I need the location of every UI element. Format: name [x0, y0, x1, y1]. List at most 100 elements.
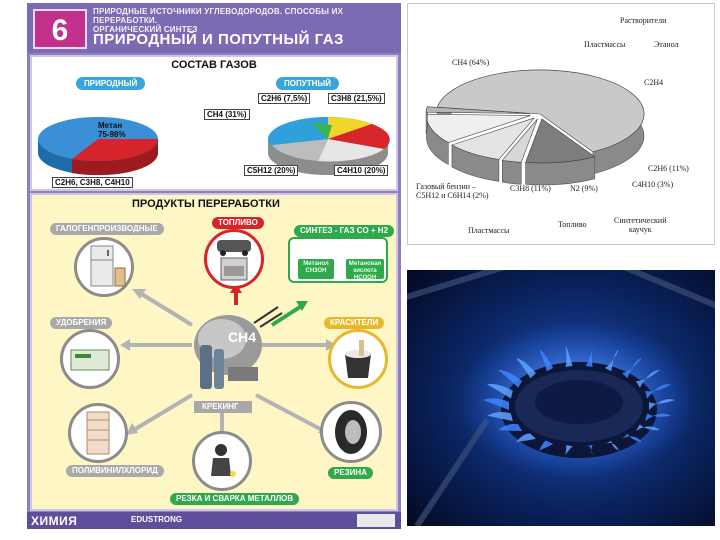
methanol-box: Метанол CH3OH: [298, 259, 334, 279]
natural-methane-name: Метан: [98, 121, 123, 130]
diagram-rubber-label: Синтетический каучук: [614, 216, 667, 234]
pie-3d-chart: [425, 69, 645, 186]
welding-image: [192, 431, 252, 491]
poster-subtitle-line2: ОРГАНИЧЕСКИЙ СИНТЕЗ: [93, 25, 198, 34]
flame-tongue: [486, 383, 513, 399]
halogen-tag: ГАЛОГЕНПРОИЗВОДНЫЕ: [50, 223, 164, 235]
diagram-gasoline-line1: Газовый бензин –: [416, 182, 477, 191]
flame-tongue: [635, 424, 660, 431]
poster-title: ПРИРОДНЫЙ И ПОПУТНЫЙ ГАЗ: [93, 31, 344, 48]
flame-tongue: [498, 369, 523, 388]
assoc-ch4-label: CH4 (31%): [204, 109, 250, 120]
diagram-plastics-bottom-label: Пластмассы: [468, 226, 510, 235]
diagram-c4h10-label: C4H10 (3%): [632, 180, 674, 189]
diagram-rubber-line1: Синтетический: [614, 216, 667, 225]
footer-publisher: EDUSTRONG: [131, 515, 183, 524]
poster-header: 6 ПРИРОДНЫЕ ИСТОЧНИКИ УГЛЕВОДОРОДОВ. СПО…: [27, 3, 401, 53]
flame-tongue: [635, 369, 660, 388]
flame-tongue: [565, 344, 573, 367]
pvc-tag: ПОЛИВИНИЛХЛОРИД: [66, 465, 164, 477]
flame-tongue: [539, 349, 554, 372]
assoc-slice-c4h10: [318, 139, 384, 162]
composition-title: СОСТАВ ГАЗОВ: [171, 59, 257, 71]
flame-tongue: [604, 440, 619, 451]
diagram-rubber-line2: каучук: [628, 225, 652, 234]
natural-gas-label: ПРИРОДНЫЙ: [76, 77, 146, 90]
pvc-image: [68, 403, 128, 463]
flame-tongue: [486, 411, 513, 422]
flame-tongue: [585, 445, 593, 456]
natural-methane-percent: 75-98%: [98, 130, 126, 139]
pie-slice-c2h6: [525, 118, 596, 164]
diagram-solvents-label: Растворители: [620, 16, 667, 25]
fertilizers-tag: УДОБРЕНИЯ: [50, 317, 113, 329]
gas-composition-panel: СОСТАВ ГАЗОВ ПРИРОДНЫЙ ПОПУТНЫЙ: [30, 55, 398, 191]
flame-tongue: [649, 399, 675, 410]
natural-pie-red-slice: [72, 139, 159, 162]
assoc-c2h6-label: C2H6 (7,5%): [258, 93, 311, 104]
assoc-slice-c3h8: [328, 124, 390, 149]
diagram-fuel-label: Топливо: [558, 220, 587, 229]
synthgas-box: Метанол CH3OH Метановая кислота HCOOH: [288, 237, 388, 283]
pvc-roll-icon: [86, 411, 110, 455]
products-title: ПРОДУКТЫ ПЕРЕРАБОТКИ: [132, 198, 280, 210]
diagram-ethanol-label: Этанол: [654, 40, 679, 49]
poster-footer: ХИМИЯ EDUSTRONG: [27, 512, 401, 529]
footer-logo: [357, 514, 395, 527]
flame-tongue: [516, 357, 536, 379]
natural-rest-label: C2H6, C3H8, C4H10: [52, 177, 133, 188]
fertilizer-image: [60, 329, 120, 389]
flame-tongue: [565, 444, 573, 456]
natural-methane-label: Метан 75-98%: [98, 121, 126, 139]
flame-ring: [483, 344, 675, 456]
poster-number: 6: [33, 9, 87, 49]
flame-tongue: [516, 433, 536, 443]
diagram-gasoline-label: Газовый бензин – C5H12 и C6H14 (2%): [416, 182, 489, 200]
paint-image: [328, 329, 388, 389]
diagram-n2-label: N2 (9%): [570, 184, 598, 193]
natural-gas-pie: [38, 117, 159, 176]
flame-tongue: [585, 344, 593, 367]
diagram-ch4-label: CH4 (64%): [452, 58, 490, 67]
gas-flame-illustration: [407, 270, 715, 526]
flame-tongue: [604, 349, 619, 372]
assoc-slice-c5h12: [272, 139, 328, 161]
flame-tongue: [539, 440, 554, 451]
pie-slice-ch4: [436, 69, 645, 153]
paint-bucket-icon: [345, 340, 371, 378]
tire-icon: [335, 410, 367, 454]
pie-slice-side: [501, 159, 522, 185]
welder-icon: [211, 444, 236, 477]
fridge-icon: [90, 245, 126, 287]
flame-tongue: [483, 398, 509, 410]
footer-brand: ХИМИЯ: [31, 514, 78, 528]
flame-tongue: [622, 357, 642, 379]
poster-subtitle-line1: ПРИРОДНЫЕ ИСТОЧНИКИ УГЛЕВОДОРОДОВ. СПОСО…: [93, 7, 344, 25]
fridge-image: [74, 237, 134, 297]
chemistry-poster: 6 ПРИРОДНЫЕ ИСТОЧНИКИ УГЛЕВОДОРОДОВ. СПО…: [27, 3, 401, 529]
stove-car-icon: [217, 240, 251, 281]
tire-image: [320, 401, 382, 463]
pie-slice-c4h10: [501, 118, 538, 163]
assoc-c4h10-label: C4H10 (20%): [334, 165, 389, 176]
synthgas-tag: СИНТЕЗ - ГАЗ CO + H2: [294, 225, 395, 237]
diagram-plastics-top-label: Пластмассы: [584, 40, 626, 49]
flame-tongue: [622, 433, 642, 443]
welding-tag: РЕЗКА И СВАРКА МЕТАЛЛОВ: [170, 493, 300, 505]
flame-tongue: [645, 384, 672, 399]
diagram-gasoline-line2: C5H12 и C6H14 (2%): [416, 191, 489, 200]
dyes-tag: КРАСИТЕЛИ: [324, 317, 385, 329]
pie-slice-n2: [451, 117, 536, 160]
assoc-c5h12-label: C5H12 (20%): [244, 165, 299, 176]
center-methane-label: CH4: [228, 329, 257, 345]
cracking-label: КРЕКИНГ: [202, 402, 239, 411]
assoc-c3h8-label: C3H8 (21,5%): [328, 93, 385, 104]
rubber-tag: РЕЗИНА: [328, 467, 373, 479]
diagram-c2h4-label: C2H4: [644, 78, 664, 87]
burner-center: [535, 380, 623, 424]
associated-gas-label: ПОПУТНЫЙ: [276, 77, 339, 90]
fuel-image: [204, 229, 264, 289]
diagram-c2h6-label: C2H6 (11%): [648, 164, 689, 173]
footer-fineprint: [237, 516, 347, 525]
fuel-tag: ТОПЛИВО: [212, 217, 264, 229]
